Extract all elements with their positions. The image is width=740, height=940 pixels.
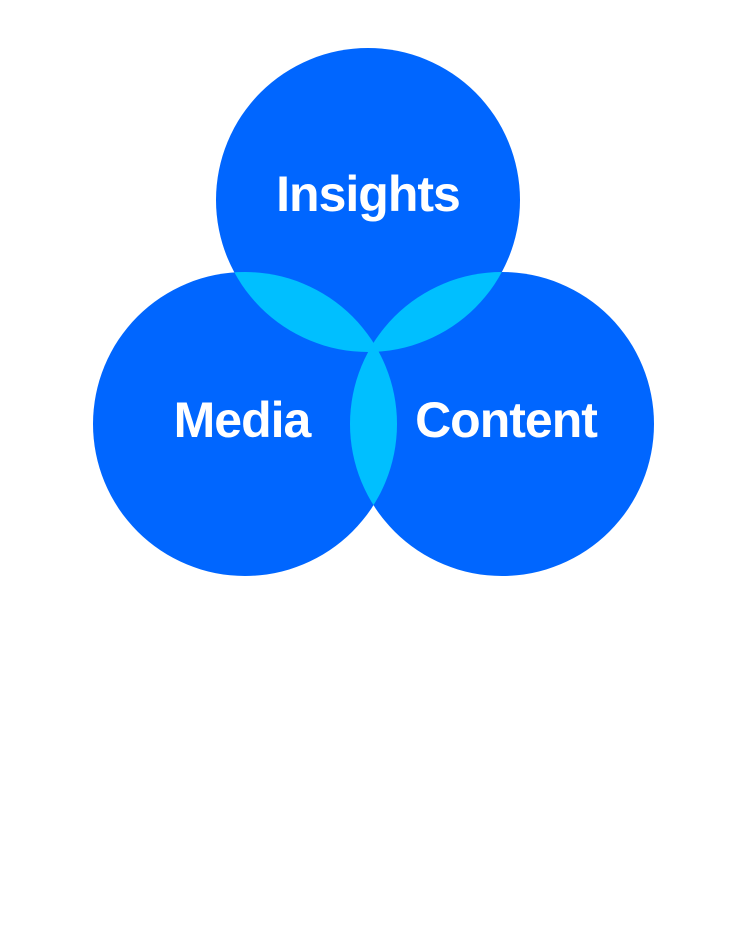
media-label: Media	[174, 392, 313, 448]
content-label: Content	[415, 392, 598, 448]
media-circle	[93, 272, 397, 576]
insights-label: Insights	[276, 166, 460, 222]
insights-circle	[216, 48, 520, 352]
content-circle	[350, 272, 654, 576]
